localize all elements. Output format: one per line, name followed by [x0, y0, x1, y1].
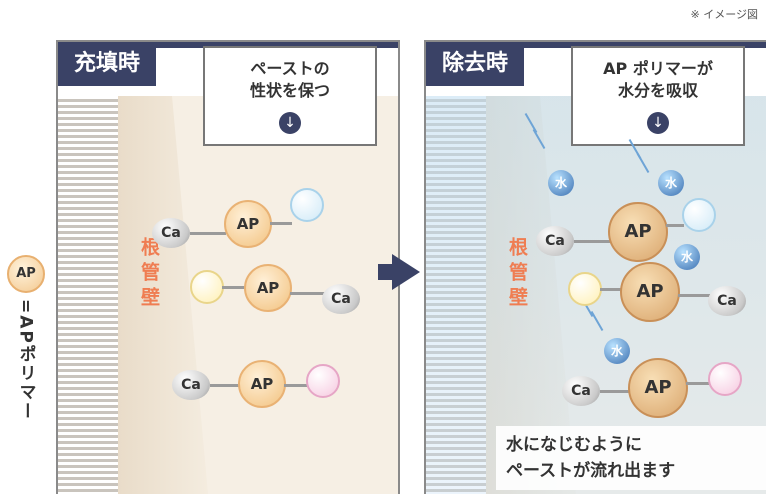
left-panel-filling: 充填時 根管壁 ペーストの 性状を保つ ↓ Ca AP AP Ca Ca AP — [56, 40, 400, 494]
ap-polymer-swollen: AP — [628, 358, 688, 418]
legend-ap-icon: AP — [7, 255, 45, 293]
blue-ball — [682, 198, 716, 232]
legend: AP =APポリマー — [6, 255, 46, 421]
down-arrow-icon: ↓ — [279, 112, 301, 134]
left-wall-label: 根管壁 — [138, 237, 160, 312]
canal-wall-stripes — [58, 96, 128, 494]
blue-ball — [290, 188, 324, 222]
left-callout: ペーストの 性状を保つ ↓ — [203, 46, 377, 146]
pink-ball — [708, 362, 742, 396]
image-note: ※ イメージ図 — [690, 8, 759, 21]
ca-particle: Ca — [172, 370, 210, 400]
water-molecule: 水 — [674, 244, 700, 270]
water-molecule: 水 — [548, 170, 574, 196]
yellow-ball — [568, 272, 602, 306]
right-callout-text: AP ポリマーが 水分を吸収 — [603, 59, 713, 100]
ca-particle: Ca — [536, 226, 574, 256]
left-callout-text: ペーストの 性状を保つ — [249, 59, 330, 100]
legend-text: =APポリマー — [15, 299, 36, 421]
ca-particle: Ca — [708, 286, 746, 316]
water-molecule: 水 — [604, 338, 630, 364]
yellow-ball — [190, 270, 224, 304]
right-panel-title: 除去時 — [426, 42, 525, 86]
right-caption: 水になじむように ペーストが流れ出ます — [496, 426, 766, 490]
water-molecule: 水 — [658, 170, 684, 196]
ca-particle: Ca — [322, 284, 360, 314]
transition-arrow-icon — [392, 254, 420, 290]
left-panel-title: 充填時 — [58, 42, 157, 86]
pink-ball — [306, 364, 340, 398]
ca-particle: Ca — [152, 218, 190, 248]
ap-polymer: AP — [238, 360, 286, 408]
right-callout: AP ポリマーが 水分を吸収 ↓ — [571, 46, 745, 146]
ap-polymer: AP — [224, 200, 272, 248]
ap-polymer-swollen: AP — [620, 262, 680, 322]
right-panel-removal: 除去時 根管壁 AP ポリマーが 水分を吸収 ↓ 水 水 水 水 Ca AP A… — [424, 40, 766, 494]
ca-particle: Ca — [562, 376, 600, 406]
ap-polymer-swollen: AP — [608, 202, 668, 262]
ap-polymer: AP — [244, 264, 292, 312]
down-arrow-icon: ↓ — [647, 112, 669, 134]
right-wall-label: 根管壁 — [506, 237, 528, 312]
